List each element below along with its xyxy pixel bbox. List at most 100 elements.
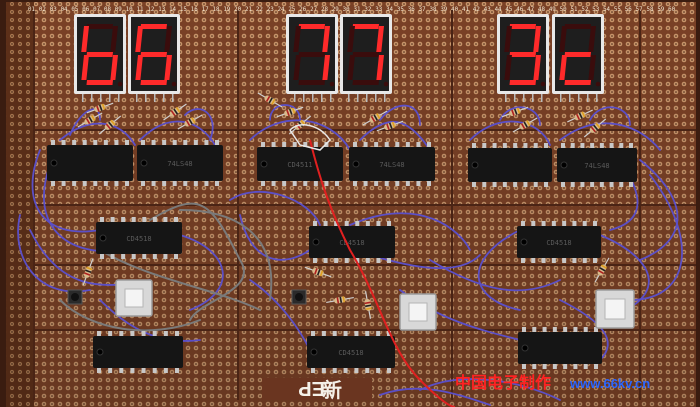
- segment-a: [509, 24, 536, 29]
- resistor: [82, 258, 94, 286]
- ic-pin: [582, 221, 587, 227]
- segment-a: [140, 24, 167, 29]
- segment-e: [559, 55, 568, 80]
- segment-c: [110, 55, 118, 80]
- display-pin: [357, 94, 359, 102]
- segment-e: [293, 55, 301, 80]
- ic-pin: [130, 367, 135, 373]
- ic-pin: [570, 181, 575, 187]
- ic-pin: [523, 181, 528, 187]
- ic-body: [517, 226, 601, 258]
- row-number: 54: [603, 7, 610, 13]
- board-mark: EP 新: [262, 377, 372, 402]
- ic-pin: [344, 257, 349, 263]
- display-pin: [145, 94, 147, 102]
- ic-pin: [61, 180, 66, 186]
- row-number: 03: [50, 7, 57, 13]
- display-pin: [375, 94, 377, 102]
- ic-pin: [163, 217, 168, 223]
- ic-pin: [61, 140, 66, 146]
- ic-u2: 74LS48: [137, 140, 223, 186]
- ic-pin: [551, 221, 556, 227]
- resistor: [512, 117, 538, 133]
- ic-pin: [142, 253, 147, 259]
- ic-pin: [313, 180, 318, 186]
- row-number: 37: [419, 7, 426, 13]
- resistor: [276, 106, 304, 118]
- ic-pin: [542, 363, 547, 369]
- row-number: 01: [28, 7, 35, 13]
- grey-wire: [99, 249, 261, 311]
- segment-d: [298, 80, 325, 85]
- ic-u12: [518, 327, 602, 369]
- jumper-wire: [379, 387, 491, 406]
- ic-pin: [282, 180, 287, 186]
- row-number: 18: [212, 7, 219, 13]
- ic-u1: [47, 140, 133, 186]
- row-number: 55: [614, 7, 621, 13]
- segment-f: [135, 26, 143, 52]
- ic-pin: [513, 143, 518, 149]
- ic-u3: CD4511: [257, 142, 343, 186]
- row-number: 12: [147, 7, 154, 13]
- row-number: 22: [256, 7, 263, 13]
- ic-u9: CD4518: [517, 221, 601, 263]
- ic-pin: [321, 367, 326, 373]
- ic-pin: [594, 327, 598, 333]
- segment-g: [298, 52, 325, 57]
- ic-pin: [376, 257, 381, 263]
- ic-pin: [93, 140, 98, 146]
- ic-pin: [323, 221, 328, 227]
- ic-pin: [387, 257, 391, 263]
- ic-pin: [513, 181, 518, 187]
- jumper-wire: [349, 212, 471, 251]
- ic-pin: [119, 367, 124, 373]
- ic-pin: [552, 327, 557, 333]
- crystal-leads: [289, 124, 331, 151]
- ic-notch: [310, 348, 318, 356]
- display-pin: [366, 94, 368, 102]
- ic-pin: [387, 221, 391, 227]
- ic-pin: [174, 253, 178, 259]
- ic-pin: [183, 180, 188, 186]
- resistor: [501, 106, 529, 118]
- jumper-wire: [419, 378, 561, 401]
- display-pin: [578, 94, 580, 102]
- ic-pin: [130, 331, 135, 337]
- jumper-wire: [429, 259, 561, 292]
- row-number: 39: [440, 7, 447, 13]
- display-pin: [587, 94, 589, 102]
- ic-pin: [162, 180, 167, 186]
- jumper-wire: [99, 299, 201, 342]
- ic-pin: [599, 143, 604, 149]
- row-number: 34: [386, 7, 393, 13]
- jumper-wire: [477, 229, 521, 311]
- jumper-wire: [639, 159, 679, 261]
- jumper-wire: [69, 108, 101, 136]
- ic-pin: [108, 331, 113, 337]
- ic-notch: [260, 160, 268, 168]
- ic-notch: [140, 159, 148, 167]
- ic-pin: [563, 363, 568, 369]
- jumper-wire: [469, 120, 551, 146]
- seven-segment-displays: [74, 14, 604, 102]
- row-number: 05: [71, 7, 78, 13]
- push-buttons: [67, 279, 635, 331]
- jumper-wire: [499, 106, 541, 126]
- watermark-left: 中国电子制作: [455, 373, 551, 392]
- push-button: [115, 279, 153, 317]
- ic-notch: [312, 238, 320, 246]
- resistor: [326, 296, 354, 304]
- ic-pin: [103, 180, 108, 186]
- ic-pin: [427, 180, 431, 186]
- ic-pin: [561, 143, 565, 149]
- ic-pin: [542, 327, 547, 333]
- ic-pin: [103, 140, 108, 146]
- ic-pin: [590, 181, 595, 187]
- jumper-wire: [139, 120, 216, 146]
- row-number: 50: [560, 7, 567, 13]
- ic-pin: [354, 331, 359, 337]
- row-number: 46: [516, 7, 523, 13]
